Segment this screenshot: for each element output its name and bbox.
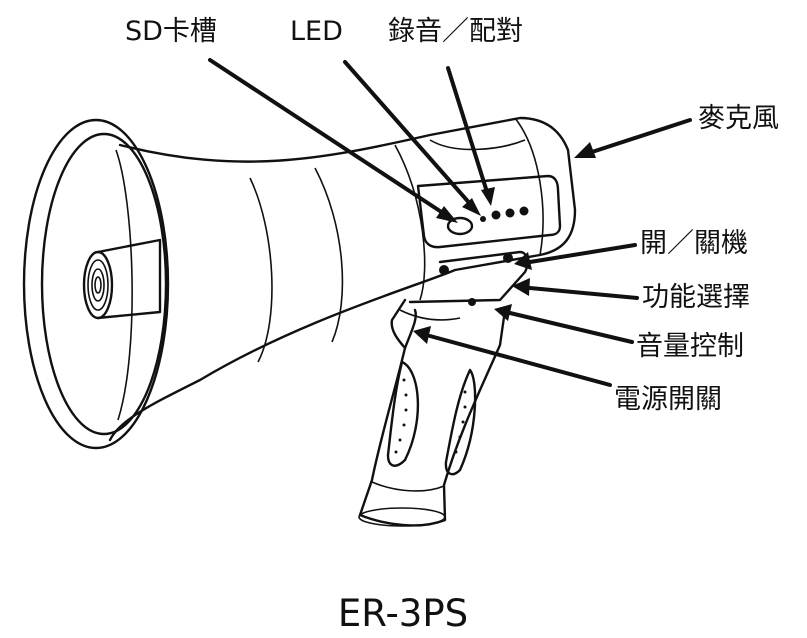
- horn-driver: [82, 238, 162, 320]
- function-button: [503, 253, 513, 263]
- callout-arrows: [208, 58, 692, 387]
- megaphone-illustration: [22, 116, 577, 527]
- label-power-switch: 電源開關: [614, 384, 722, 415]
- model-name: ER-3PS: [338, 592, 468, 635]
- label-record-pair: 錄音／配對: [388, 16, 523, 47]
- control-panel: [416, 174, 562, 249]
- label-power-on-off: 開／關機: [640, 228, 748, 259]
- volume-knob: [468, 298, 476, 306]
- record-pair-button: [491, 210, 501, 220]
- led-indicator: [480, 216, 486, 222]
- horn-body: [108, 116, 577, 442]
- label-function-select: 功能選擇: [642, 282, 750, 313]
- grip-pad-left: [386, 360, 420, 467]
- horn-rim-inner: [40, 132, 168, 436]
- power-button: [439, 265, 449, 275]
- label-sd-slot: SD卡槽: [125, 16, 217, 47]
- label-microphone: 麥克風: [698, 103, 779, 134]
- grip-pad-right: [444, 368, 477, 476]
- label-volume-control: 音量控制: [636, 331, 744, 362]
- sd-slot-icon: [446, 216, 474, 236]
- label-led: LED: [290, 16, 343, 47]
- pistol-grip: [358, 298, 507, 527]
- horn-rim-outer: [22, 118, 170, 450]
